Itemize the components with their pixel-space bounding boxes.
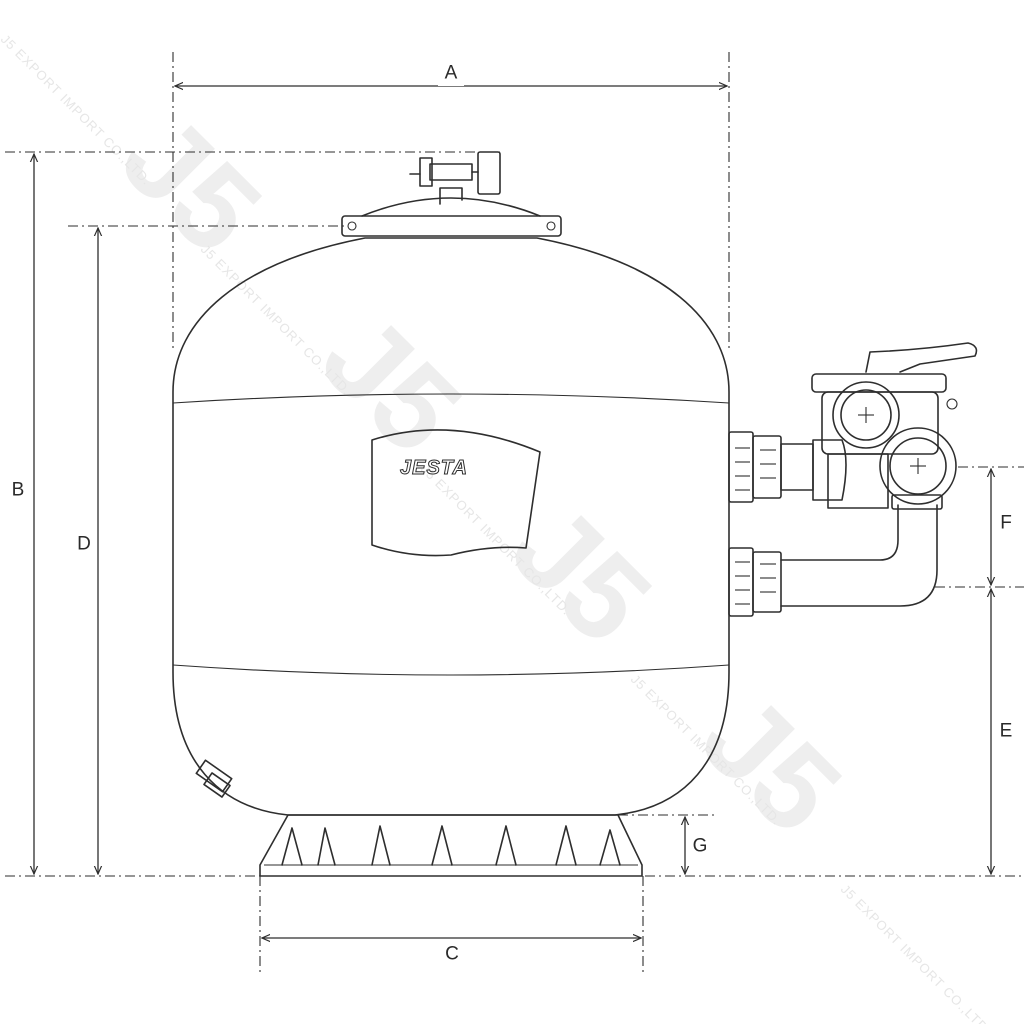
side-connectors: [728, 431, 943, 617]
dimension-labels: A B C D E F G: [12, 60, 1013, 965]
watermark: J5 J5 J5 J5 J5 EXPORT IMPORT CO.,LTD. J5…: [0, 32, 995, 1024]
dimension-label-e: E: [1000, 721, 1013, 742]
tank-shell: [172, 237, 730, 816]
dimension-label-b: B: [12, 480, 25, 501]
watermark-mark: J5: [487, 479, 676, 668]
watermark-mark: J5: [97, 89, 286, 278]
tank-upper-seam: [172, 393, 730, 404]
drain-plug: [195, 759, 233, 798]
dimension-label-c: C: [445, 944, 459, 965]
dimension-label-f: F: [1000, 513, 1012, 534]
brand-label: JESTA: [400, 457, 468, 479]
tank-lower-seam: [172, 664, 730, 676]
watermark-text: J5 EXPORT IMPORT CO.,LTD.: [838, 882, 995, 1024]
dimension-label-g: G: [693, 836, 708, 857]
tank-base: [259, 814, 643, 877]
filter-tank: JESTA: [172, 237, 730, 816]
watermark-mark: J5: [297, 289, 486, 478]
watermark-text: J5 EXPORT IMPORT CO.,LTD.: [0, 32, 155, 189]
brand-plate: [371, 429, 541, 557]
multiport-valve: [811, 342, 978, 509]
top-lid: [341, 151, 562, 237]
dimension-label-a: A: [445, 63, 458, 84]
dimension-label-d: D: [77, 534, 91, 555]
